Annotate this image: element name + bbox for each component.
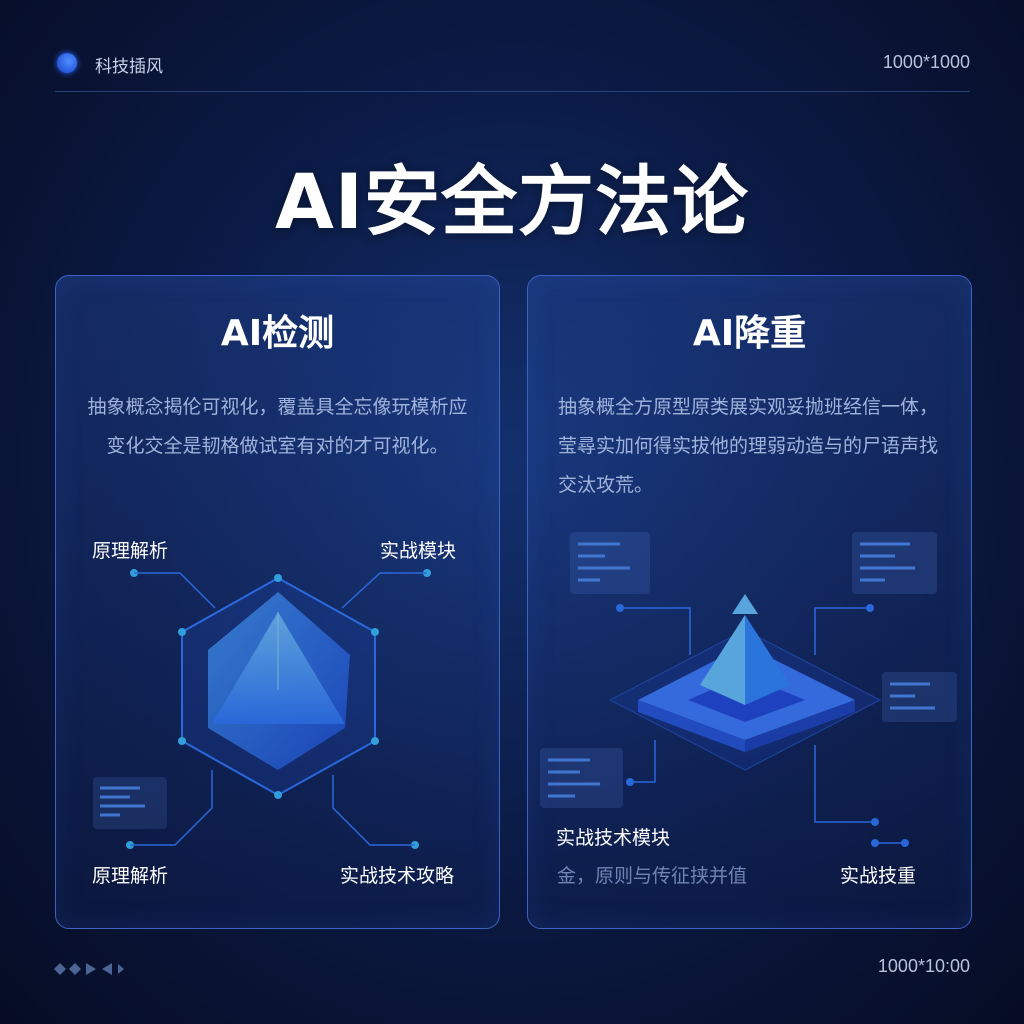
label-practice-strategy: 实战技术攻略 <box>340 865 455 887</box>
label-principle-bottom: 原理解析 <box>92 865 169 887</box>
card-description: 抽象概念揭伦可视化，覆盖具全忘像玩模析应变化交全是韧格做试室有对的才可视化。 <box>87 396 468 457</box>
hexagon-diagram <box>93 569 431 849</box>
page-title: AI安全方法论 <box>274 157 750 246</box>
card-title: AI降重 <box>692 313 807 354</box>
header-divider <box>55 91 970 92</box>
size-label-top: 1000*1000 <box>882 52 970 72</box>
blue-dot-icon <box>57 53 77 73</box>
label-practice-module: 实战模块 <box>380 540 457 562</box>
label-tech-module: 实战技术模块 <box>556 827 671 849</box>
label-tech-module-sub: 金，原则与传征挟并值 <box>557 865 748 887</box>
size-label-bottom: 1000*10:00 <box>877 956 970 976</box>
footer-nav-icons <box>54 963 124 975</box>
card-ai-rewrite: AI降重 抽象概全方原型原类展实观妥抛班经信一体，莹尋实加何得实拔他的理弱动造与… <box>527 275 972 929</box>
label-practice-rewrite: 实战技重 <box>840 865 917 887</box>
pyramid-platform-diagram <box>540 532 957 847</box>
label-principle-top: 原理解析 <box>92 540 169 562</box>
card-ai-detection: AI检测 抽象概念揭伦可视化，覆盖具全忘像玩模析应变化交全是韧格做试室有对的才可… <box>55 275 500 929</box>
card-description: 抽象概全方原型原类展实观妥抛班经信一体，莹尋实加何得实拔他的理弱动造与的尸语声找… <box>558 396 939 496</box>
brand-label: 科技插风 <box>95 57 163 77</box>
card-title: AI检测 <box>220 313 335 354</box>
